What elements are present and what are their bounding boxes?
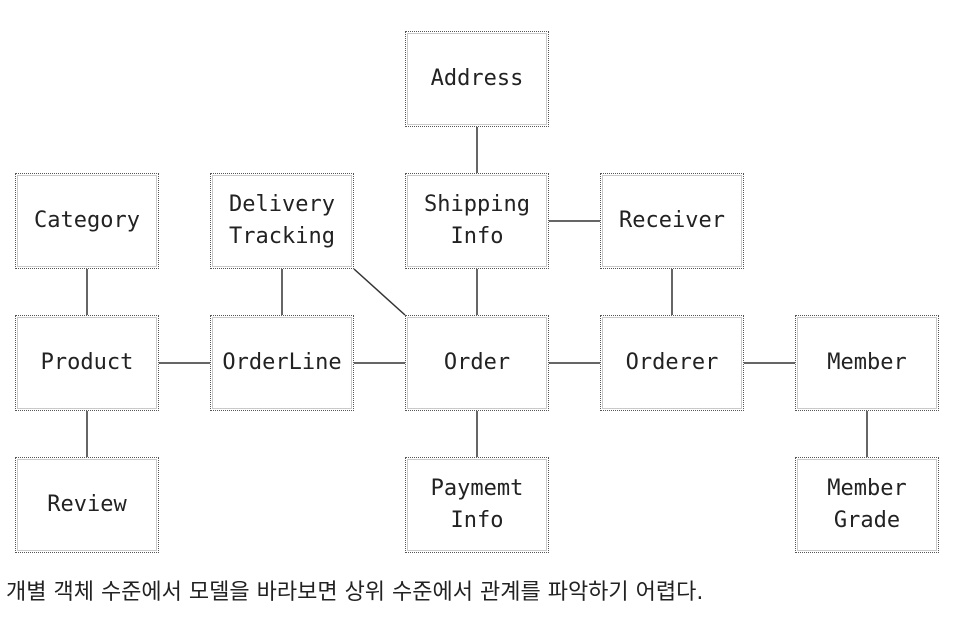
node-receiver-label: Receiver [619,208,725,233]
node-receiver: Receiver [600,173,744,269]
node-shipping-info-label: Shipping Info [424,192,530,249]
node-review: Review [15,457,159,553]
node-order-label: Order [443,350,511,375]
node-category-label: Category [34,208,140,233]
node-orderline-label: OrderLine [222,350,342,375]
node-payment-info-label: Paymemt Info [430,476,524,533]
node-orderline: OrderLine [210,315,354,411]
node-member-label: Member [827,350,907,375]
node-shipping-info: Shipping Info [405,173,549,269]
node-payment-info: Paymemt Info [405,457,549,553]
node-order: Order [405,315,549,411]
connector-lines [86,127,868,457]
node-address: Address [405,31,549,127]
node-delivery-tracking: Delivery Tracking [210,173,354,269]
node-category: Category [15,173,159,269]
node-address-label: Address [430,66,524,91]
domain-model-diagram: Address Category Delivery Tracking Shipp… [15,31,939,553]
node-member-grade-label: Member Grade [827,476,907,533]
figure-caption: 개별 객체 수준에서 모델을 바라보면 상위 수준에서 관계를 파악하기 어렵다… [6,580,704,605]
node-review-label: Review [47,492,127,517]
edge-delivery-order [353,268,406,316]
node-member: Member [795,315,939,411]
node-product: Product [15,315,159,411]
node-member-grade: Member Grade [795,457,939,553]
node-orderer-label: Orderer [625,350,719,375]
node-orderer: Orderer [600,315,744,411]
node-delivery-tracking-label: Delivery Tracking [229,192,335,249]
node-product-label: Product [40,350,134,375]
